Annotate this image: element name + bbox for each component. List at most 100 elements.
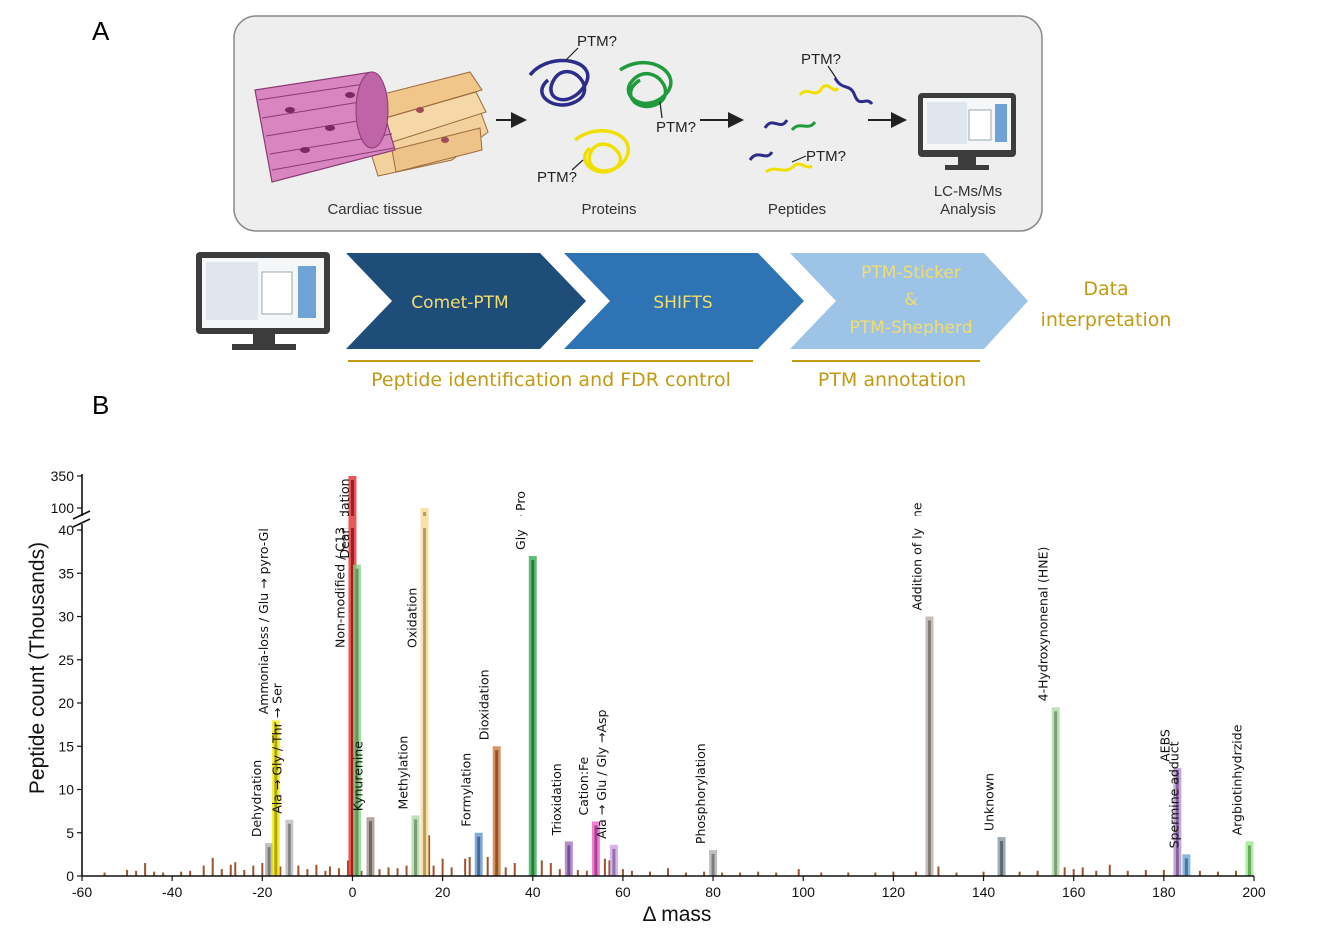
background-bar [180,871,183,876]
background-bar [428,835,431,876]
background-bar [739,872,742,876]
chevron-shifts [564,253,804,349]
workflow-box [233,15,1043,232]
bar-core [274,724,278,876]
background-bar [648,871,651,876]
background-bar [504,867,507,876]
x-tick-label: 160 [1062,884,1086,900]
bar-core [287,823,291,876]
cardiac-tissue-illustration [254,71,489,183]
background-bar [229,864,232,876]
background-bar [450,867,453,876]
background-bar [1072,869,1075,876]
y-tick-label: 5 [66,825,74,841]
bar-label: Argbiotinhydrzide [1229,724,1244,835]
background-bar [396,868,399,876]
step-ptm-shepherd-label: PTM-Shepherd [850,318,973,338]
background-bar [558,869,561,876]
background-bar [603,858,606,876]
y-tick-label: 0 [66,868,74,884]
background-bar [585,870,588,876]
x-tick-label: -60 [72,884,92,900]
background-bar [1018,871,1021,876]
x-tick-label: 40 [525,884,541,900]
background-bar [608,860,611,876]
background-bar [153,871,156,876]
background-bar [1234,870,1237,876]
background-bar [775,872,778,876]
bar-core [414,819,418,876]
background-bar [820,872,823,876]
lcms-label-line2: Analysis [940,201,996,218]
x-tick-label: 80 [705,884,721,900]
background-bar [937,866,940,876]
bar-label: Ammonia-loss / Glu → pyro-Glu [256,520,271,714]
background-bar [1095,870,1098,876]
background-bar [1126,870,1129,876]
bar-core [531,559,535,876]
y-tick-label: 25 [58,652,74,668]
background-bar [387,867,390,876]
panel-b-letter: B [92,390,109,420]
background-bar [1108,864,1111,876]
background-bar [189,870,192,876]
y-tick-label: 100 [51,500,75,516]
bar-core [711,854,715,876]
background-bar [667,868,669,876]
x-tick-label: 100 [792,884,816,900]
x-tick-label: 60 [615,884,631,900]
background-bar [432,865,435,876]
ptm-pointer [827,65,837,79]
axis-break-gap [68,516,1254,528]
y-axis-label: Peptide count (Thousands) [26,542,49,794]
background-bar [252,865,255,876]
proteins-label: Proteins [581,201,636,218]
background-bar [306,869,309,876]
bracket-identification-label: Peptide identification and FDR control [371,369,731,391]
bar-core [423,512,427,876]
background-bar [914,871,917,876]
background-bar [513,863,516,876]
chevron-ptm-sticker [790,253,1028,349]
bar-label: Kynurenine [350,741,365,811]
bar-core [1000,841,1004,876]
bar-label: Dioxidation [477,669,492,740]
x-tick-label: -40 [162,884,182,900]
bar-label: Methylation [396,736,411,810]
background-bar [621,869,624,876]
monitor-icon [196,252,330,350]
ptm-tag-2: PTM? [656,119,696,136]
background-bar [346,860,349,876]
y-tick-label: 35 [58,565,74,581]
bar-core [567,845,571,876]
bar-label: Unknown [982,773,997,831]
bar-core [1184,858,1188,876]
axis-break-mark [72,510,91,520]
background-bar [162,872,165,876]
background-bar [540,860,543,876]
background-bar [703,871,706,876]
background-bar [126,869,129,876]
background-bar [1198,870,1201,876]
background-bar [797,869,800,876]
bar-highlight [348,516,357,528]
chevron-comet-ptm [346,253,586,349]
background-bar [220,869,223,876]
ptm-tag-5: PTM? [806,148,846,165]
step-ptm-sticker-label: PTM-Sticker [861,263,961,283]
background-bar [757,871,760,876]
background-bar [576,869,579,876]
background-bar [243,869,246,876]
background-bar [144,863,147,876]
background-bar [103,872,106,876]
bar-core [594,825,598,876]
x-tick-label: 20 [435,884,451,900]
background-bar [211,857,214,876]
background-bar [630,870,633,876]
background-bar [1063,867,1066,876]
bar-label: 4-Hydroxynonenal (HNE) [1036,547,1051,702]
bar-core [267,847,271,876]
background-bar [135,870,138,876]
